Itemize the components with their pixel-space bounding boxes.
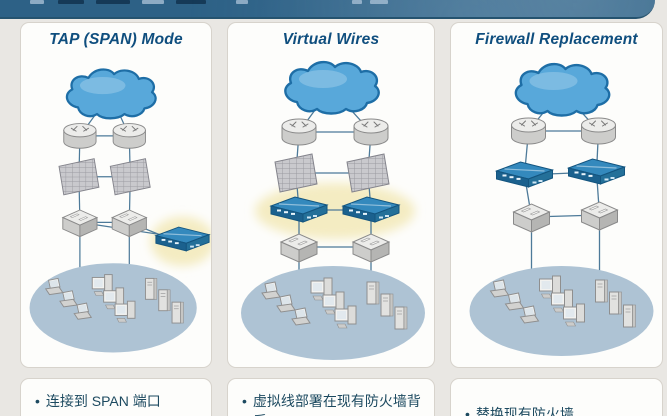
lan-user-group [29, 263, 197, 353]
column-title: TAP (SPAN) Mode [49, 31, 183, 48]
cropped-text-fragment [96, 0, 130, 4]
firewall-wall-icon [58, 158, 100, 196]
cropped-text-fragment [370, 0, 388, 4]
tower-pc-icon [366, 281, 380, 305]
tower-pc-icon [394, 306, 408, 330]
cropped-text-fragment [176, 0, 206, 4]
desktop-pc-icon [310, 277, 333, 301]
tower-pc-icon [144, 277, 158, 300]
pa-appliance-icon [341, 196, 401, 223]
note-bullet: • 虚拟线部署在现有防火墙背后 [242, 392, 428, 416]
network-diagram-firewall-replacement [451, 55, 662, 365]
switch-icon [512, 203, 551, 233]
firewall-wall-icon [109, 158, 151, 196]
switch-icon [279, 233, 319, 263]
router-icon [581, 117, 616, 145]
switch-icon [351, 233, 391, 263]
pa-appliance-icon [494, 161, 555, 188]
desktop-pc-icon [539, 275, 561, 299]
laptop-icon [291, 307, 311, 326]
desktop-pc-icon [551, 289, 573, 313]
notes-card-tap-mode: • 连接到 SPAN 端口 [20, 378, 212, 416]
laptop-icon [519, 305, 540, 324]
column-title: Firewall Replacement [475, 31, 638, 48]
router-icon [511, 117, 546, 145]
laptop-icon [73, 302, 93, 320]
column-title: Virtual Wires [282, 31, 380, 48]
bullet-dot: • [465, 406, 470, 416]
card-grid: TAP (SPAN) Mode Virtual Wires Firewall R… [20, 22, 663, 416]
cropped-text-fragment [30, 0, 44, 4]
tower-pc-icon [158, 289, 171, 312]
pa-appliance-icon [566, 158, 627, 185]
tower-pc-icon [171, 301, 184, 324]
switch-icon [580, 201, 619, 231]
desktop-pc-icon [114, 300, 136, 323]
router-icon [112, 123, 146, 149]
note-text: 连接到 SPAN 端口 [45, 393, 161, 409]
switch-icon [111, 209, 148, 238]
slide-header-bar [0, 0, 655, 19]
tower-pc-icon [595, 279, 608, 303]
diagram-card-virtual-wires: Virtual Wires [227, 22, 435, 368]
laptop-icon [489, 279, 510, 298]
tower-pc-icon [609, 291, 622, 315]
cropped-text-fragment [142, 0, 164, 4]
diagram-card-firewall-replacement: Firewall Replacement [450, 22, 663, 368]
note-bullet: • 连接到 SPAN 端口 [35, 392, 205, 412]
router-icon [281, 118, 317, 146]
router-icon [63, 123, 97, 149]
desktop-pc-icon [563, 303, 585, 327]
laptop-icon [276, 294, 296, 313]
cloud-icon [65, 68, 157, 120]
tower-pc-icon [380, 293, 394, 317]
bullet-dot: • [35, 393, 40, 409]
note-text: 替换现有防火墙 [475, 406, 574, 416]
laptop-icon [261, 281, 281, 300]
tower-pc-icon [623, 304, 636, 328]
notes-card-firewall-replacement: • 替换现有防火墙 [450, 378, 663, 416]
laptop-icon [504, 292, 525, 311]
note-text: 虚拟线部署在现有防火墙背后 [252, 393, 421, 416]
switch-icon [61, 209, 99, 238]
notes-card-virtual-wires: • 虚拟线部署在现有防火墙背后 [227, 378, 435, 416]
note-bullet: • 替换现有防火墙 [465, 405, 656, 416]
cropped-text-fragment [58, 0, 84, 4]
cropped-text-fragment [236, 0, 248, 4]
cropped-text-fragment [352, 0, 362, 4]
bullet-dot: • [242, 393, 247, 409]
cloud-icon [284, 60, 380, 115]
lan-user-group [469, 266, 654, 356]
pa-appliance-icon [269, 196, 329, 223]
firewall-wall-icon [346, 153, 390, 193]
desktop-pc-icon [334, 305, 357, 329]
cloud-icon [514, 62, 611, 117]
laptop-icon [59, 290, 78, 308]
router-icon [353, 118, 389, 146]
diagram-card-tap-mode: TAP (SPAN) Mode [20, 22, 212, 368]
firewall-wall-icon [274, 153, 318, 193]
pa-appliance-icon [154, 226, 211, 252]
network-diagram-tap-mode [21, 55, 211, 365]
network-diagram-virtual-wires [228, 55, 434, 365]
lan-user-group [241, 266, 425, 360]
